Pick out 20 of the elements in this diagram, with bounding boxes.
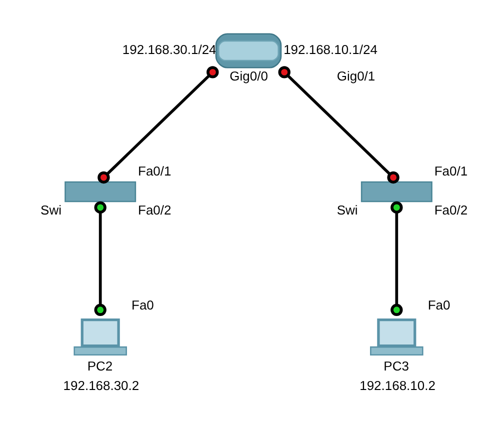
node-label: 192.168.30.1/24 bbox=[122, 42, 216, 57]
connector bbox=[98, 66, 219, 184]
node-label: 192.168.10.1/24 bbox=[284, 42, 378, 57]
node-label: Fa0 bbox=[132, 297, 154, 312]
connector bbox=[278, 66, 400, 184]
node-label: PC2 bbox=[87, 358, 113, 374]
node-label: Gig0/0 bbox=[230, 68, 268, 84]
node-label: Fa0/2 bbox=[138, 202, 172, 218]
connector bbox=[390, 201, 403, 316]
node-label: Swi bbox=[40, 202, 62, 218]
node-label: Swi bbox=[336, 202, 358, 218]
node-label: 192.168.30.2 bbox=[63, 378, 140, 393]
node-label: Fa0/1 bbox=[138, 164, 172, 179]
node-label: Gig0/1 bbox=[336, 68, 376, 84]
node-label: Fa0/2 bbox=[434, 202, 468, 218]
node-label: 192.168.10.2 bbox=[360, 378, 436, 393]
node-label: Fa0 bbox=[428, 297, 450, 312]
node-label: PC3 bbox=[384, 358, 409, 374]
node-label: Fa0/1 bbox=[434, 164, 468, 179]
connector bbox=[94, 201, 106, 316]
